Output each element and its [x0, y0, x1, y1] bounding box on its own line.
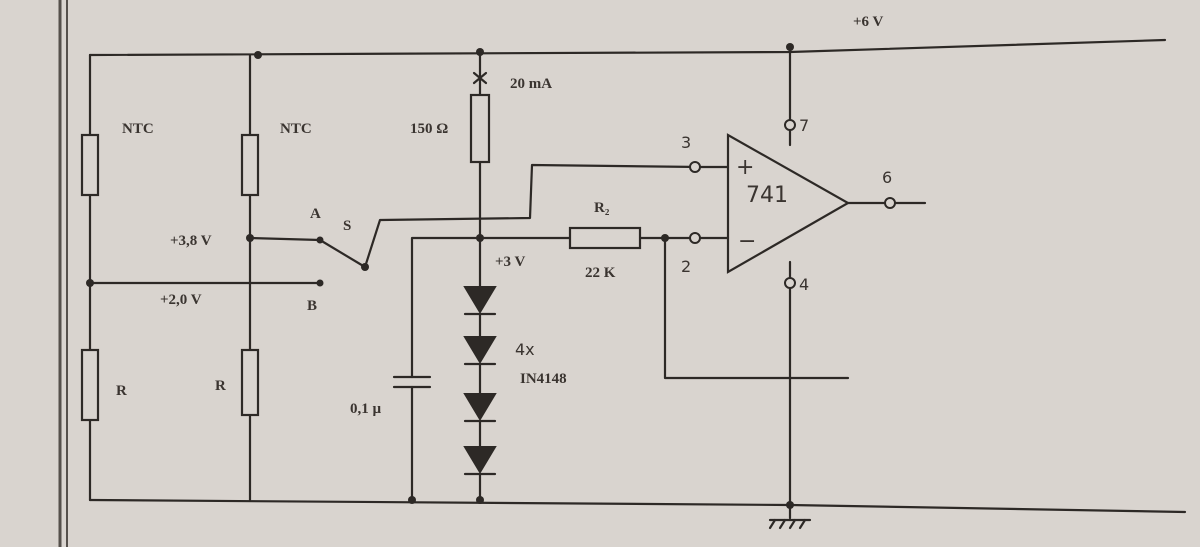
pin-3-terminal[interactable] — [689, 161, 701, 173]
diode-stack — [463, 283, 497, 502]
ground-symbol — [768, 503, 812, 522]
r-resistor-mid — [240, 348, 260, 417]
supply-rail — [88, 38, 1167, 57]
opamp-minus-sign: − — [738, 229, 756, 254]
pin-4-terminal — [784, 277, 796, 289]
wire-to-pin3 — [363, 163, 702, 269]
opamp-label: 741 — [746, 183, 788, 208]
node-voltage-20: +2,0 V — [160, 292, 202, 308]
switch-contact-b[interactable] — [316, 279, 324, 287]
pin-6-output-terminal[interactable] — [884, 197, 896, 209]
pin-7-label: 7 — [799, 116, 809, 135]
switch-label-s: S — [343, 218, 351, 234]
switch-label-a: A — [310, 206, 321, 222]
ground-rail — [88, 498, 1187, 514]
ground-hatch — [768, 518, 807, 530]
r-label-mid: R — [215, 378, 226, 394]
pin-3-label: 3 — [681, 133, 691, 152]
opamp-741 — [726, 133, 851, 274]
resistor-150-label: 150 Ω — [410, 121, 448, 137]
r-resistor-left — [80, 348, 100, 422]
capacitor-label: 0,1 µ — [350, 401, 382, 417]
feedback-wire — [663, 236, 850, 380]
pin-7-terminal — [784, 119, 796, 131]
opamp-input-leads — [698, 165, 730, 240]
node-voltage-38: +3,8 V — [170, 233, 212, 249]
current-mark — [472, 71, 488, 85]
capacitor — [392, 375, 432, 389]
switch-label-b: B — [307, 298, 317, 314]
resistor-150-ohm — [469, 93, 491, 164]
switch-lever[interactable] — [318, 238, 367, 269]
ntc-resistor-left — [80, 133, 100, 197]
r2-label: R₂ — [594, 200, 610, 216]
wire-38v-node — [248, 236, 322, 242]
junction-dot — [408, 496, 416, 504]
pin-4-label: 4 — [799, 275, 809, 294]
r2-value-label: 22 K — [585, 265, 616, 281]
supply-voltage-label: +6 V — [853, 14, 884, 30]
node-voltage-3: +3 V — [495, 254, 526, 270]
junction-dot — [476, 496, 484, 504]
capacitor-wire — [410, 236, 482, 502]
opamp-plus-sign: + — [736, 155, 754, 180]
diode-count-label: 4x — [515, 340, 535, 359]
diode-type-label: IN4148 — [520, 371, 567, 387]
ntc-label-mid: NTC — [280, 121, 312, 137]
ntc-label-left: NTC — [122, 121, 154, 137]
resistor-r2 — [568, 226, 642, 250]
ntc-resistor-mid — [240, 133, 260, 197]
junction-dot — [254, 51, 262, 59]
pin-2-terminal[interactable] — [689, 232, 701, 244]
r-label-left: R — [116, 383, 127, 399]
pin-6-label: 6 — [882, 168, 892, 187]
current-label: 20 mA — [510, 76, 552, 92]
pin-2-label: 2 — [681, 257, 691, 276]
